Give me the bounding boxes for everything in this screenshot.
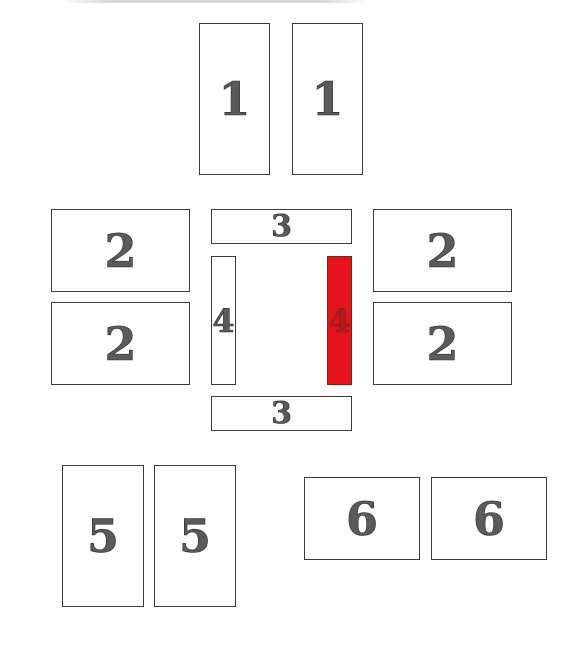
- piece-5-right: 5: [154, 465, 236, 607]
- piece-label: 2: [104, 316, 137, 371]
- piece-2-bottom-left: 2: [51, 302, 190, 385]
- piece-label: 6: [472, 491, 506, 546]
- piece-label: 3: [271, 395, 292, 431]
- piece-6-left: 6: [304, 477, 420, 560]
- piece-label: 4: [212, 301, 235, 340]
- piece-label: 1: [311, 72, 344, 126]
- piece-label: 4: [328, 301, 351, 340]
- piece-1-left: 1: [199, 23, 270, 175]
- piece-label: 2: [426, 316, 459, 371]
- piece-label: 5: [178, 509, 212, 563]
- piece-label: 2: [104, 223, 137, 278]
- piece-2-top-left: 2: [51, 209, 190, 292]
- piece-3-top: 3: [211, 209, 352, 244]
- piece-label: 5: [86, 509, 120, 563]
- piece-1-right: 1: [292, 23, 363, 175]
- piece-3-bottom: 3: [211, 396, 352, 431]
- piece-4-right-highlighted: 4: [327, 256, 352, 385]
- piece-label: 2: [426, 223, 459, 278]
- piece-label: 3: [271, 208, 292, 244]
- top-edge-artifact: [60, 0, 370, 3]
- piece-label: 1: [218, 72, 251, 126]
- piece-4-left: 4: [211, 256, 236, 385]
- piece-5-left: 5: [62, 465, 144, 607]
- piece-2-top-right: 2: [373, 209, 512, 292]
- piece-6-right: 6: [431, 477, 547, 560]
- piece-label: 6: [345, 491, 379, 546]
- piece-2-bottom-right: 2: [373, 302, 512, 385]
